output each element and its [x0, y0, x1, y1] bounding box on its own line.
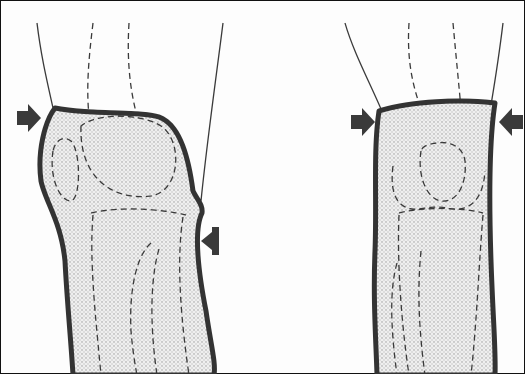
right-femur-dash-2: [453, 23, 461, 109]
left-knee-soft-tissue: [40, 108, 215, 374]
left-knee-arrow-left: [17, 104, 41, 132]
right-thigh-outline-right: [491, 23, 503, 105]
right-knee: [345, 23, 523, 374]
left-knee: [17, 23, 223, 374]
left-femur-dash-2: [128, 23, 137, 116]
right-femur-dash-1: [409, 23, 422, 109]
left-femur-dash-1: [88, 23, 93, 116]
right-knee-arrow-right: [499, 108, 523, 136]
left-thigh-outline-left: [37, 23, 53, 108]
right-thigh-outline-left: [345, 23, 381, 109]
left-thigh-outline-right: [201, 23, 223, 201]
left-knee-arrow-right: [201, 227, 219, 255]
right-knee-arrow-left: [351, 108, 375, 136]
